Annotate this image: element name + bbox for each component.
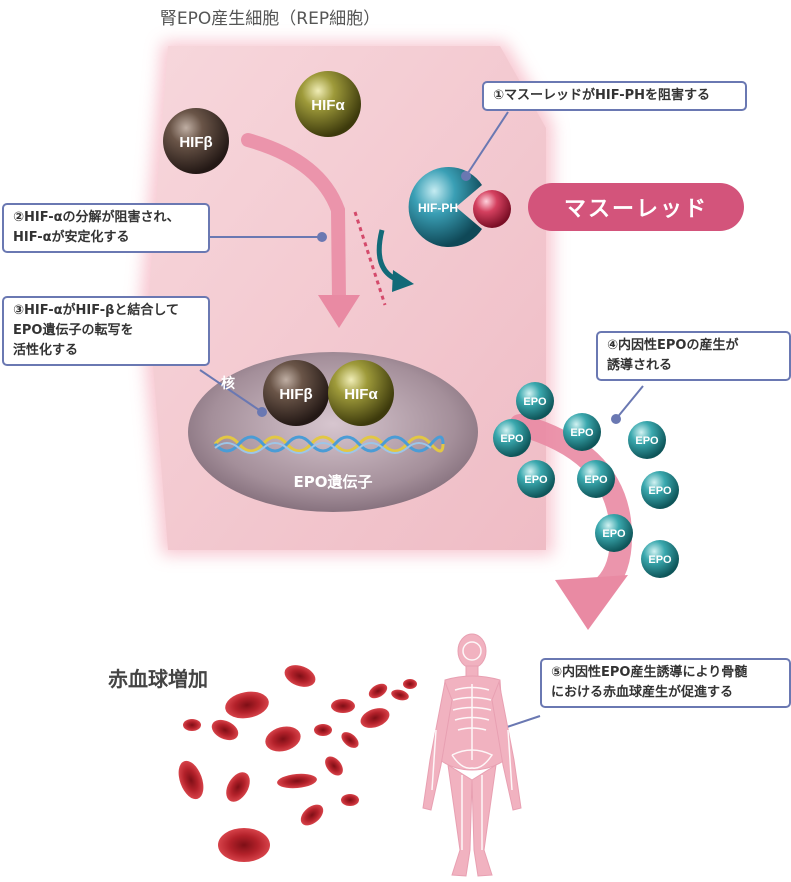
epo-release-arrowhead xyxy=(555,575,628,630)
red-blood-cell xyxy=(331,699,355,713)
epo-label: EPO xyxy=(584,474,608,486)
red-blood-cell xyxy=(183,719,201,731)
hif-alpha-path-arrow xyxy=(241,133,346,307)
epo-molecule xyxy=(641,540,679,578)
degradation-arrowhead xyxy=(392,270,414,292)
red-blood-cell xyxy=(211,719,239,741)
red-blood-cell xyxy=(341,732,359,748)
masured-molecule xyxy=(473,190,511,228)
epo-label: EPO xyxy=(602,528,626,540)
epo-molecule xyxy=(516,382,554,420)
red-blood-cell xyxy=(218,828,270,862)
epo-release-arrow xyxy=(509,414,632,596)
red-blood-cell xyxy=(265,726,301,752)
hif-alpha-sphere-nucleus xyxy=(328,360,394,426)
hif-alpha-label: HIFα xyxy=(311,97,345,114)
epo-molecule xyxy=(628,421,666,459)
red-blood-cell xyxy=(341,794,359,806)
nucleus-label: 核 xyxy=(221,375,235,392)
hif-beta-sphere-nucleus xyxy=(263,360,329,426)
epo-molecules xyxy=(493,382,679,578)
step-5-callout: ⑤内因性EPO産生誘導により骨髄 における赤血球産生が促進する xyxy=(540,658,791,708)
nucleus xyxy=(188,352,478,512)
red-blood-cell xyxy=(403,679,417,689)
step-3-callout: ③HIF-αがHIF-βと結合して EPO遺伝子の転写を 活性化する xyxy=(2,296,210,366)
epo-molecule xyxy=(641,471,679,509)
cell-title: 腎EPO産生細胞（REP細胞） xyxy=(159,9,381,29)
hif-beta-nucleus-label: HIFβ xyxy=(279,386,312,403)
hif-alpha-sphere xyxy=(295,71,361,137)
hif-ph-enzyme xyxy=(408,167,482,248)
epo-label: EPO xyxy=(523,396,547,408)
epo-molecule xyxy=(563,413,601,451)
red-blood-cell xyxy=(368,683,388,699)
drug-name-badge: マスーレッド xyxy=(528,183,744,231)
red-blood-cell xyxy=(178,760,204,800)
epo-label: EPO xyxy=(635,435,659,447)
epo-gene-dna xyxy=(213,435,445,454)
red-blood-cell xyxy=(391,689,409,701)
step-2-callout: ②HIF-αの分解が阻害され、 HIF-αが安定化する xyxy=(2,203,210,253)
epo-molecule xyxy=(577,460,615,498)
epo-molecule xyxy=(493,419,531,457)
hif-beta-sphere xyxy=(163,108,229,174)
red-blood-cell xyxy=(360,708,390,728)
epo-label: EPO xyxy=(524,474,548,486)
hif-beta-label: HIFβ xyxy=(179,134,212,151)
epo-label: EPO xyxy=(570,427,594,439)
hif-alpha-nucleus-label: HIFα xyxy=(344,386,378,403)
red-blood-cells xyxy=(178,665,417,862)
epo-gene-label: EPO遺伝子 xyxy=(294,473,373,491)
red-blood-cell xyxy=(314,724,332,736)
epo-molecule xyxy=(517,460,555,498)
epo-label: EPO xyxy=(648,554,672,566)
red-blood-cell xyxy=(225,691,269,719)
red-blood-cell xyxy=(284,665,316,687)
hif-alpha-arrowhead xyxy=(318,295,360,328)
step-4-callout: ④内因性EPOの産生が 誘導される xyxy=(596,331,791,381)
hif-ph-label: HIF-PH xyxy=(418,201,458,215)
red-blood-cell xyxy=(226,772,250,802)
rbc-increase-label: 赤血球増加 xyxy=(108,667,208,691)
red-blood-cell xyxy=(277,773,317,789)
epo-molecule xyxy=(595,514,633,552)
callout-connectors xyxy=(199,111,644,738)
epo-label: EPO xyxy=(648,485,672,497)
red-blood-cell xyxy=(300,804,324,826)
blocked-degradation-line xyxy=(353,211,387,306)
epo-label: EPO xyxy=(500,433,524,445)
step-1-callout: ①マスーレッドがHIF-PHを阻害する xyxy=(482,81,747,111)
skeleton xyxy=(431,641,513,850)
red-blood-cell xyxy=(325,756,343,776)
